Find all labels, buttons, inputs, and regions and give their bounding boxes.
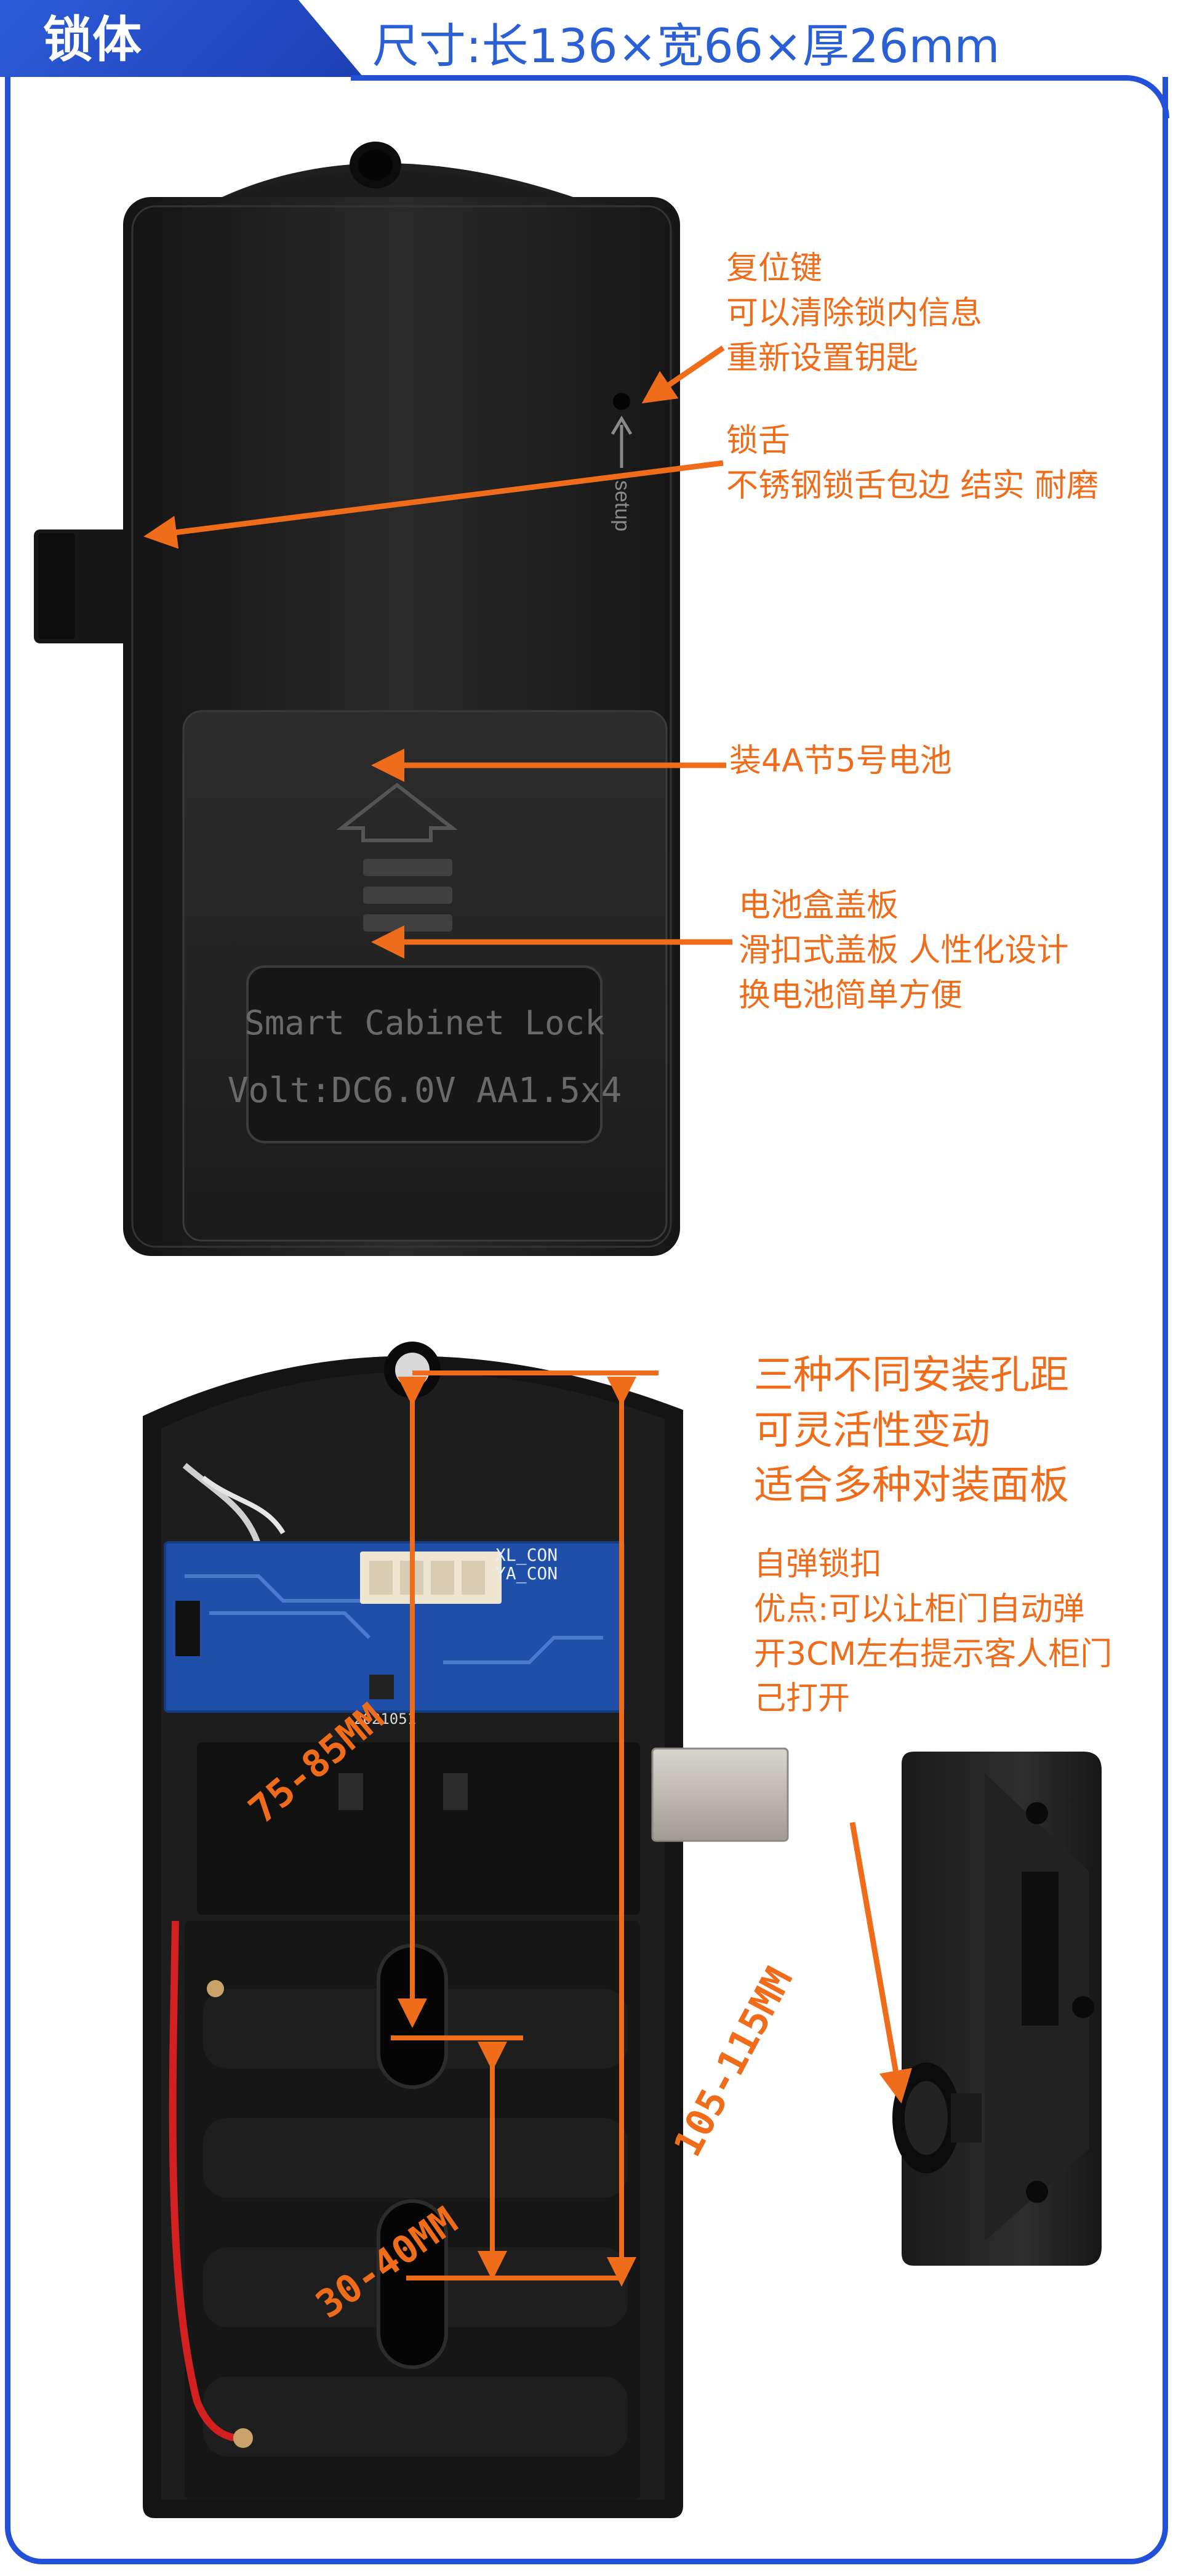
reset-desc-2: 重新设置钥匙 [726,339,919,377]
holes-desc-2: 适合多种对装面板 [754,1463,1069,1509]
setup-label: setup [611,480,634,531]
holes-desc-1: 可灵活性变动 [754,1407,990,1454]
cover-desc-1: 滑扣式盖板 人性化设计 [739,932,1069,969]
cover-desc-2: 换电池简单方便 [739,976,963,1014]
pcb-label-ya: YA_CON [495,1563,558,1584]
header-title: 锁体 [43,11,142,68]
bolt-desc: 不锈钢锁舌包边 结实 耐磨 [726,467,1099,504]
latch-desc-2: 开3CM左右提示客人柜门 [754,1635,1113,1673]
reset-button-hole [613,393,630,410]
content-frame-top [351,75,1169,118]
steel-bolt [652,1749,788,1841]
battery-desc: 装4A节5号电池 [729,743,952,779]
latch-desc-1: 优点:可以让柜门自动弹 [754,1590,1085,1628]
latch-annotation: 自弹锁扣 优点:可以让柜门自动弹 开3CM左右提示客人柜门 己打开 [754,1542,1112,1721]
cover-annotation: 电池盒盖板 滑扣式盖板 人性化设计 换电池简单方便 [739,883,1069,1018]
latch-desc-3: 己打开 [754,1680,851,1718]
bolt-annotation: 锁舌 不锈钢锁舌包边 结实 耐磨 [726,419,1099,509]
battery-annotation: 装4A节5号电池 [729,739,952,784]
lock-body-photo: setup Smart Cabinet Lock Volt:DC6.0V AA1… [34,142,732,1256]
header-tab [0,0,363,77]
info-panel [246,965,603,1143]
lock-interior-photo: XL_CON YA_CON 2021051 [143,1342,1102,2518]
cover-title: 电池盒盖板 [739,887,899,924]
pcb-label-xl: XL_CON [495,1545,558,1566]
reset-desc-1: 可以清除锁内信息 [726,294,983,332]
circuit-board [165,1542,623,1712]
header-dimensions: 尺寸:长136×宽66×厚26mm [372,18,1000,73]
content-frame [5,77,1168,2564]
reset-title: 复位键 [726,250,823,287]
bolt-title: 锁舌 [726,422,791,459]
latch-title: 自弹锁扣 [754,1546,883,1583]
panel-text-2: Volt:DC6.0V AA1.5x4 [228,1071,622,1111]
holes-annotation: 三种不同安装孔距 可灵活性变动 适合多种对装面板 [754,1348,1069,1514]
holes-title: 三种不同安装孔距 [754,1353,1069,1398]
panel-text-1: Smart Cabinet Lock [244,1004,604,1042]
reset-annotation: 复位键 可以清除锁内信息 重新设置钥匙 [726,246,982,380]
